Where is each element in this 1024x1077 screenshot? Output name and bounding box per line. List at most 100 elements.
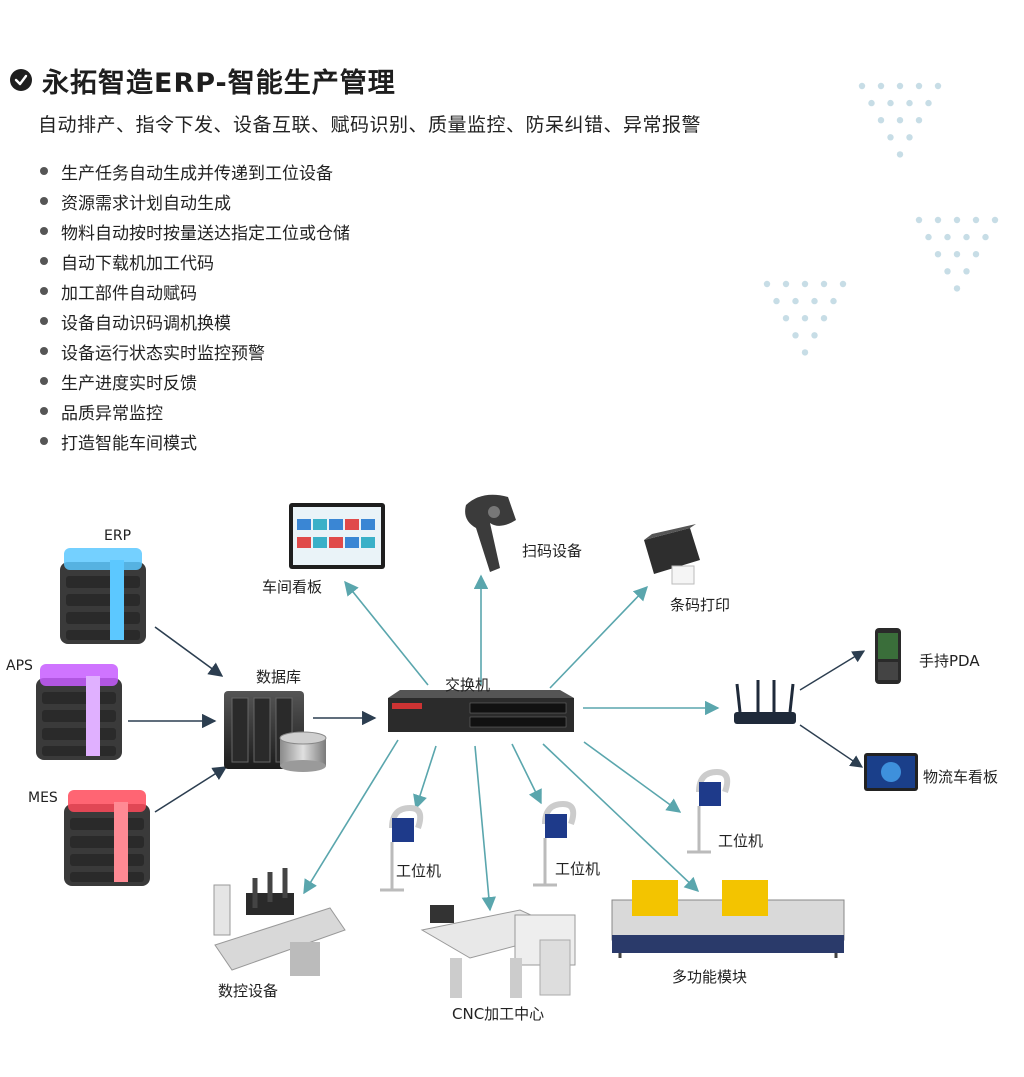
decor-dot bbox=[915, 117, 923, 124]
decor-dot bbox=[801, 315, 809, 322]
logistics-board-label: 物流车看板 bbox=[923, 768, 999, 786]
workshop-board-icon bbox=[289, 503, 385, 569]
decor-dot bbox=[934, 82, 942, 90]
network-switch-icon bbox=[388, 690, 574, 732]
erp-to-db-arrow bbox=[154, 626, 224, 677]
decor-dot bbox=[944, 233, 951, 241]
bullet-icon bbox=[40, 347, 48, 355]
decor-dot bbox=[925, 233, 932, 241]
decor-dot bbox=[972, 216, 980, 224]
dot-pattern-decoration bbox=[763, 82, 999, 356]
switch-to-cnc-equip-arrow bbox=[303, 739, 399, 895]
bullet-icon bbox=[40, 407, 48, 415]
decor-dot bbox=[982, 233, 989, 241]
aps-label: APS bbox=[6, 658, 33, 674]
workstation-c-label: 工位机 bbox=[718, 832, 764, 850]
decor-dot bbox=[915, 82, 923, 90]
feature-item: 生产任务自动生成并传递到工位设备 bbox=[38, 156, 350, 186]
decor-dot bbox=[906, 134, 913, 141]
workstation-icon-c bbox=[687, 768, 731, 854]
decor-dot bbox=[963, 233, 970, 241]
bullet-icon bbox=[40, 257, 48, 265]
aps-server-icon bbox=[36, 664, 122, 760]
scanner-label: 扫码设备 bbox=[522, 542, 583, 560]
decor-dot bbox=[915, 216, 923, 224]
switch-label: 交换机 bbox=[445, 676, 491, 694]
printer-label: 条码打印 bbox=[670, 596, 731, 614]
mes-server-icon bbox=[64, 790, 150, 886]
decor-dot bbox=[820, 280, 828, 288]
feature-item: 资源需求计划自动生成 bbox=[38, 186, 350, 216]
barcode-printer-icon bbox=[644, 524, 700, 585]
router-icon bbox=[734, 680, 796, 724]
workshop-board-label: 车间看板 bbox=[262, 578, 323, 596]
check-circle-icon bbox=[10, 69, 32, 91]
decor-dot bbox=[953, 216, 961, 224]
multi-function-module-icon bbox=[611, 880, 845, 958]
cnc-center-label: CNC加工中心 bbox=[452, 1005, 545, 1023]
mes-label: MES bbox=[28, 790, 58, 806]
handheld-pda-icon bbox=[875, 628, 901, 684]
decor-dot bbox=[934, 216, 942, 224]
page-title: 永拓智造ERP-智能生产管理 bbox=[42, 67, 396, 99]
decor-dot bbox=[944, 268, 951, 275]
decor-dot bbox=[877, 117, 885, 124]
feature-item: 物料自动按时按量送达指定工位或仓储 bbox=[38, 216, 350, 246]
decor-dot bbox=[782, 280, 790, 288]
workstation-b-label: 工位机 bbox=[555, 860, 601, 878]
bullet-icon bbox=[40, 167, 48, 175]
feature-list: 生产任务自动生成并传递到工位设备 资源需求计划自动生成 物料自动按时按量送达指定… bbox=[38, 156, 350, 456]
decor-dot bbox=[811, 297, 818, 305]
feature-item: 设备自动识码调机换模 bbox=[38, 306, 350, 336]
decor-dot bbox=[868, 99, 875, 107]
pda-label: 手持PDA bbox=[919, 652, 980, 670]
decor-dot bbox=[782, 315, 790, 322]
feature-item: 自动下载机加工代码 bbox=[38, 246, 350, 276]
decor-dot bbox=[896, 151, 904, 158]
decor-dot bbox=[792, 297, 799, 305]
switch-to-module-arrow bbox=[542, 743, 700, 892]
feature-item: 生产进度实时反馈 bbox=[38, 366, 350, 396]
bullet-icon bbox=[40, 227, 48, 235]
switch-to-ws-c-arrow bbox=[583, 741, 682, 813]
decor-dot bbox=[792, 332, 799, 339]
switch-to-board-arrow bbox=[344, 580, 429, 686]
barcode-scanner-icon bbox=[465, 494, 516, 572]
decor-dot bbox=[773, 297, 780, 305]
workstation-icon-b bbox=[533, 800, 577, 887]
decor-dot bbox=[963, 268, 970, 275]
erp-server-icon bbox=[60, 548, 146, 644]
cnc-equipment-label: 数控设备 bbox=[218, 982, 279, 1000]
router-to-board-arrow bbox=[799, 724, 864, 768]
decor-dot bbox=[896, 117, 904, 124]
database-label: 数据库 bbox=[256, 668, 302, 686]
decor-dot bbox=[953, 285, 961, 292]
bullet-icon bbox=[40, 287, 48, 295]
switch-to-printer-arrow bbox=[549, 585, 648, 689]
multi-module-label: 多功能模块 bbox=[672, 968, 748, 986]
workstation-a-label: 工位机 bbox=[396, 862, 442, 880]
page-subtitle: 自动排产、指令下发、设备互联、赋码识别、质量监控、防呆纠错、异常报警 bbox=[38, 114, 702, 136]
decor-dot bbox=[906, 99, 913, 107]
switch-to-ws-b-arrow bbox=[511, 743, 542, 805]
decor-dot bbox=[801, 349, 809, 356]
decor-dot bbox=[830, 297, 837, 305]
bullet-icon bbox=[40, 197, 48, 205]
decor-dot bbox=[763, 280, 771, 288]
workstation-icon-a bbox=[380, 804, 424, 892]
feature-item: 打造智能车间模式 bbox=[38, 426, 350, 456]
decor-dot bbox=[801, 280, 809, 288]
bullet-icon bbox=[40, 437, 48, 445]
decor-dot bbox=[839, 280, 847, 288]
decor-dot bbox=[811, 332, 818, 339]
logistics-board-icon bbox=[864, 753, 918, 791]
feature-item: 品质异常监控 bbox=[38, 396, 350, 426]
decor-dot bbox=[877, 82, 885, 90]
switch-to-ws-a-arrow bbox=[413, 745, 437, 810]
decor-dot bbox=[972, 251, 980, 258]
decor-dot bbox=[858, 82, 866, 90]
decor-dot bbox=[896, 82, 904, 90]
decor-dot bbox=[934, 251, 942, 258]
bullet-icon bbox=[40, 377, 48, 385]
